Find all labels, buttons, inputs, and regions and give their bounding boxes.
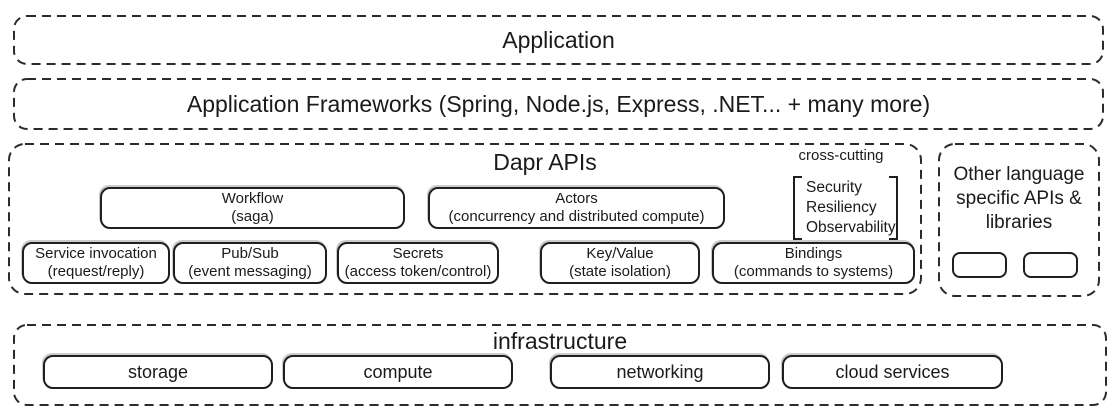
service-invocation-block-subtitle: (request/reply) [47,263,145,280]
cross-cutting-label: cross-cutting [798,147,884,164]
keyvalue-block: Key/Value (state isolation) [540,242,700,284]
infrastructure-layer: infrastructure storage compute networkin… [13,324,1107,406]
application-layer-title: Application [502,26,615,53]
infrastructure-item-storage: storage [43,355,273,389]
workflow-block-subtitle: (saga) [231,208,274,225]
cross-cutting-item-security: Security [806,179,862,196]
cloud-services-label: cloud services [835,361,950,382]
infrastructure-title: infrastructure [492,328,628,354]
keyvalue-block-title: Key/Value [586,244,654,262]
other-language-slot-2 [1023,252,1078,278]
pubsub-block-subtitle: (event messaging) [188,263,312,280]
storage-label: storage [127,361,189,382]
frameworks-layer-title: Application Frameworks (Spring, Node.js,… [186,90,931,117]
bindings-block-title: Bindings [784,244,843,262]
pubsub-block-title: Pub/Sub [221,244,279,262]
infrastructure-item-compute: compute [283,355,513,389]
secrets-block-title: Secrets [392,244,444,262]
compute-label: compute [363,361,433,382]
cross-cutting-bracket: Security Resiliency Observability [793,176,898,240]
actors-block: Actors (concurrency and distributed comp… [428,187,725,229]
workflow-block-title: Workflow [221,189,284,207]
cross-cutting-item-resiliency: Resiliency [806,199,877,216]
other-language-layer: Other language specific APIs & libraries [938,143,1100,297]
service-invocation-block-title: Service invocation [35,244,157,262]
dapr-apis-layer: Dapr APIs cross-cutting Security Resilie… [8,143,922,295]
secrets-block: Secrets (access token/control) [337,242,499,284]
networking-label: networking [616,361,704,382]
infrastructure-item-cloud-services: cloud services [782,355,1003,389]
bindings-block-subtitle: (commands to systems) [733,263,894,280]
cross-cutting-item-observability: Observability [806,219,896,236]
infrastructure-item-networking: networking [550,355,770,389]
actors-block-subtitle: (concurrency and distributed compute) [448,208,705,225]
pubsub-block: Pub/Sub (event messaging) [173,242,327,284]
cross-cutting-items: Security Resiliency Observability [806,178,896,238]
other-language-slot-1 [952,252,1007,278]
keyvalue-block-subtitle: (state isolation) [569,263,671,280]
bindings-block: Bindings (commands to systems) [712,242,915,284]
actors-block-title: Actors [555,189,598,207]
service-invocation-block: Service invocation (request/reply) [22,242,170,284]
workflow-block: Workflow (saga) [100,187,405,229]
other-language-label: Other language specific APIs & libraries [953,164,1085,233]
frameworks-layer: Application Frameworks (Spring, Node.js,… [13,78,1104,130]
secrets-block-subtitle: (access token/control) [344,263,492,280]
dapr-apis-title: Dapr APIs [493,149,597,175]
application-layer: Application [13,15,1104,65]
